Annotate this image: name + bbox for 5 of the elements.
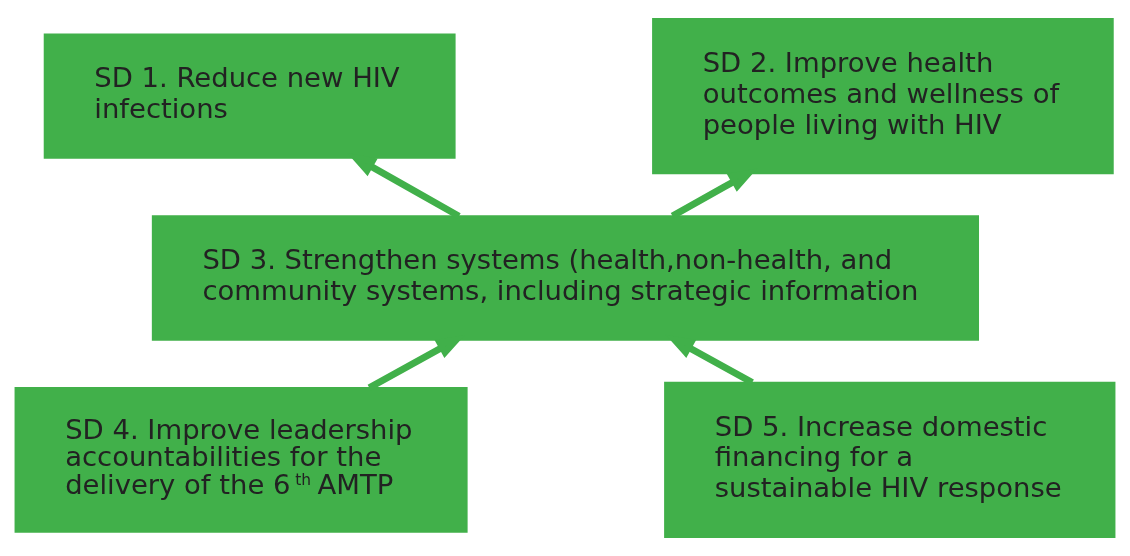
- node-box: SD 1. Reduce new HIV infections: [43, 33, 456, 159]
- node-box: SD 5. Increase domestic financing for a sustainable HIV response: [664, 381, 1116, 538]
- node-box: SD 3. Strengthen systems (health,non-health, and community systems, including strategic information: [151, 215, 979, 341]
- node-box: SD 4. Improve leadership accountabilities for the delivery of the 6$^{th}$ AMTP: [14, 386, 468, 533]
- node-box: SD 2. Improve health outcomes and wellness of people living with HIV: [652, 18, 1114, 175]
